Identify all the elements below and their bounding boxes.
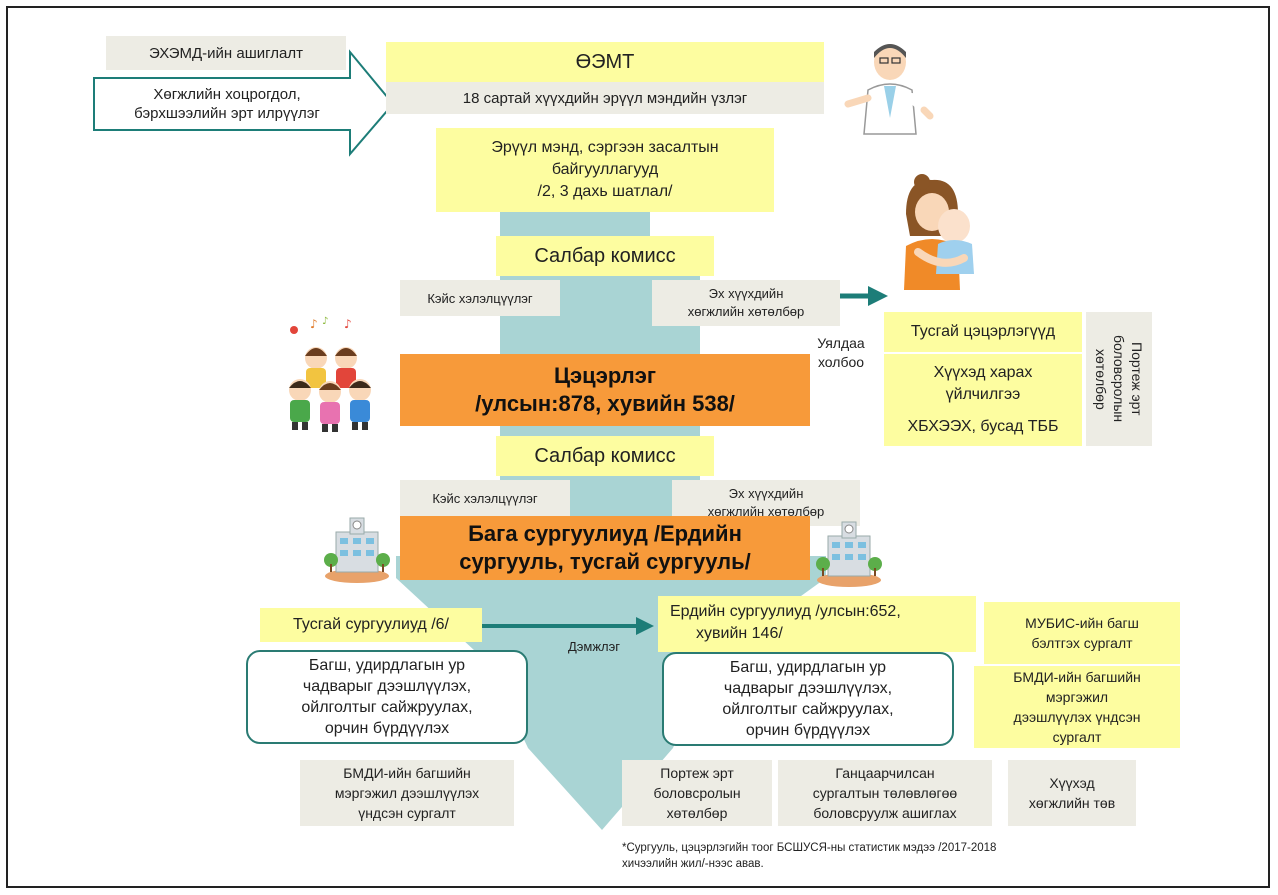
iep-box: Ганцаарчилсан сургалтын төлөвлөгөө болов… [778,760,992,826]
health-orgs-box: Эрүүл мэнд, сэргээн засалтын байгууллагу… [436,128,774,212]
case-review1-box: Кэйс хэлэлцүүлэг [400,280,560,316]
childcare-line1: Хүүхэд харах [933,364,1033,381]
commission1-box: Салбар комисс [496,236,714,276]
teacher-box-left-line2: чадварыг дээшлүүлэх, [302,678,472,695]
special-schools-label: Тусгай сургуулиуд /6/ [293,616,449,633]
portage-vertical-label: Портеж эрт боловсролын хөтөлбөр [1093,335,1145,423]
health-orgs-line1: Эрүүл мэнд, сэргээн засалтын [491,139,719,156]
mubis-line2: бэлтгэх сургалт [1031,635,1133,651]
case-review1-label: Кэйс хэлэлцүүлэг [427,290,533,306]
center-line1: Хүүхэд [1049,775,1095,791]
iep-line1: Ганцаарчилсан [835,765,935,781]
regular-line1: Ердийн сургуулиуд /улсын:652, [670,603,901,620]
bmdi-right-line4: сургалт [1052,729,1102,745]
mubis-line1: МУБИС-ийн багш [1025,615,1139,631]
special-kg-box: Тусгай цэцэрлэгүүд [884,312,1082,352]
footnote-line1: *Сургууль, цэцэрлэгийн тоог БСШУСЯ-ны ст… [622,842,997,854]
children-icon: ♪ ♪ ♪ [289,316,371,432]
iep-line3: боловсруулж ашиглах [813,805,957,821]
iep-line2: сургалтын төлөвлөгөө [812,785,958,801]
ehemd-box: ЭХЭМД-ийн ашиглалт [106,36,346,70]
checkup-box: 18 сартай хүүхдийн эрүүл мэндийн үзлэг [386,82,824,114]
commission1-label: Салбар комисс [534,244,676,267]
support-label: Дэмжлэг [554,636,634,656]
bmdi-right-line3: дээшлүүлэх үндсэн [1013,709,1141,725]
school-building-icon [816,521,882,587]
portage-line2: боловсролын [653,785,741,801]
bmdi-left-box: БМДИ-ийн багшийн мэргэжил дээшлүүлэх үнд… [300,760,514,826]
bmdi-left-line2: мэргэжил дээшлүүлэх [334,785,480,801]
commission2-label: Салбар комисс [534,444,676,467]
health-orgs-line2: байгууллагууд [551,161,659,178]
early-detection-line2: бэрхшээлийн эрт илрүүлэг [134,105,320,122]
bmdi-right-line1: БМДИ-ийн багшийн [1013,669,1141,685]
mother-child2-line2: хөгжлийн хөтөлбөр [707,504,825,519]
childcare-wrap: Хүүхэд харах үйлчилгээ [884,354,1082,406]
portage-line3: хөтөлбөр [666,805,728,821]
portage-box: Портеж эрт боловсролын хөтөлбөр [622,760,772,826]
regular-line2: хувийн 146/ [696,625,783,642]
case-review2-box: Кэйс хэлэлцүүлэг [400,480,570,516]
early-detection-line1: Хөгжлийн хоцрогдол, [153,86,301,103]
mother-child2-line1: Эх хүүхдийн [728,486,804,501]
mubis-box: МУБИС-ийн багш бэлтгэх сургалт [984,602,1180,664]
bmdi-right-box: БМДИ-ийн багшийн мэргэжил дээшлүүлэх үнд… [974,666,1180,748]
teacher-box-left-line1: Багш, удирдлагын ур [308,657,466,674]
kindergarten-line2: /улсын:878, хувийн 538/ [475,391,735,416]
primary-schools-box: Бага сургуулиуд /Ердийн сургууль, тусгай… [400,516,810,580]
bmdi-left-line3: үндсэн сургалт [358,805,456,821]
ehemd-label: ЭХЭМД-ийн ашиглалт [148,44,303,62]
footnote-line2: хичээлийн жил/-нээс авав. [622,858,764,870]
link-label: Уялдаа холбоо [808,332,874,374]
teacher-box-left-line3: ойлголтыг сайжруулах, [301,699,473,716]
mother-baby-icon [904,174,974,290]
child-center-box: Хүүхэд хөгжлийн төв [1008,760,1136,826]
childcare-ngo-box: Хүүхэд харах үйлчилгээ ХБХЭЭХ, бусад ТББ [884,354,1082,446]
teacher-box-right-line1: Багш, удирдлагын ур [729,659,887,676]
mother-child1-line1: Эх хүүхдийн [708,286,784,301]
teacher-box-right-line2: чадварыг дээшлүүлэх, [723,680,893,697]
link-line1: Уялдаа [817,335,865,351]
commission2-box: Салбар комисс [496,436,714,476]
case-review2-label: Кэйс хэлэлцүүлэг [432,490,538,506]
health-orgs-line3: /2, 3 дахь шатлал/ [537,183,673,200]
early-detection-text: Хөгжлийн хоцрогдол, бэрхшээлийн эрт илрү… [96,78,358,130]
portage-vertical-box: Портеж эрт боловсролын хөтөлбөр [1086,312,1152,446]
svg-text:♪: ♪ [310,317,318,331]
support-text: Дэмжлэг [567,638,621,654]
kindergarten-box: Цэцэрлэг /улсын:878, хувийн 538/ [400,354,810,426]
footnote: *Сургууль, цэцэрлэгийн тоог БСШУСЯ-ны ст… [622,840,1182,872]
link-line2: холбоо [817,354,865,370]
teacher-box-left-line4: орчин бүрдүүлэх [324,720,450,737]
teacher-box-right-line4: орчин бүрдүүлэх [745,722,871,739]
svg-text:♪: ♪ [322,316,328,327]
special-kg-label: Тусгай цэцэрлэгүүд [910,323,1056,340]
kindergarten-line1: Цэцэрлэг [553,363,657,388]
oemt-box: ӨЭМТ [386,42,824,82]
checkup-label: 18 сартай хүүхдийн эрүүл мэндийн үзлэг [462,89,748,107]
teacher-skills-box-right: Багш, удирдлагын ур чадварыг дээшлүүлэх,… [662,652,954,746]
mother-child1-line2: хөгжлийн хөтөлбөр [687,304,805,319]
bmdi-left-line1: БМДИ-ийн багшийн [343,765,471,781]
svg-text:♪: ♪ [344,317,352,331]
support-arrow [482,617,654,635]
portage-line1: Портеж эрт [660,765,734,781]
teacher-box-right-line3: ойлголтыг сайжруулах, [722,701,894,718]
primary-line2: сургууль, тусгай сургууль/ [459,549,751,574]
diagram-frame: ЭХЭМД-ийн ашиглалт Хөгжлийн хоцрогдол, б… [6,6,1270,888]
primary-line1: Бага сургуулиуд /Ердийн [468,521,742,546]
ngo-label: ХБХЭЭХ, бусад ТББ [907,418,1059,435]
special-schools-box: Тусгай сургуулиуд /6/ [260,608,482,642]
center-line2: хөгжлийн төв [1028,795,1116,811]
mother-child1-box: Эх хүүхдийн хөгжлийн хөтөлбөр [652,280,840,326]
childcare-line2: үйлчилгээ [945,386,1021,403]
bmdi-right-line2: мэргэжил [1045,689,1109,705]
regular-schools-box: Ердийн сургуулиуд /улсын:652, хувийн 146… [658,596,976,652]
early-detection-arrow [93,49,395,157]
doctor-icon [844,44,934,135]
school-building-icon [324,517,390,583]
oemt-label: ӨЭМТ [575,50,635,73]
teacher-skills-box-left: Багш, удирдлагын ур чадварыг дээшлүүлэх,… [246,650,528,744]
